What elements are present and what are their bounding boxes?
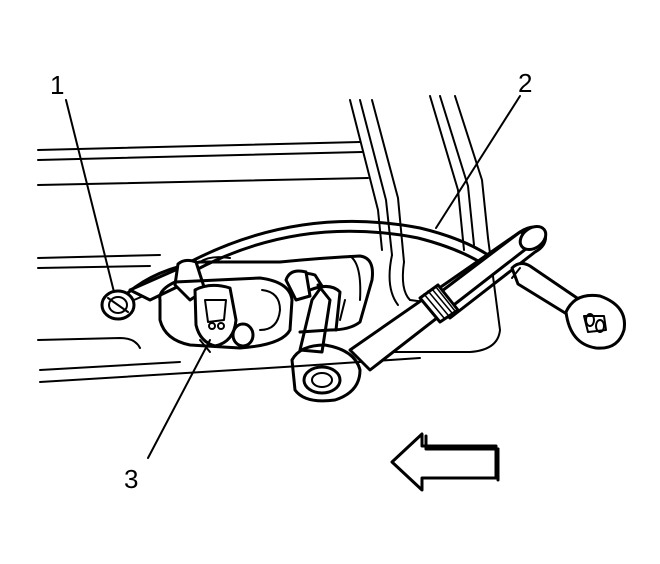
leader-line-2 xyxy=(435,95,521,229)
socket-wrench xyxy=(290,224,548,403)
leader-line-3 xyxy=(147,339,211,459)
linkage-cable xyxy=(188,219,500,272)
callout-3: 3 xyxy=(124,464,138,494)
callout-1: 1 xyxy=(50,70,64,100)
cowl-pillar-lines xyxy=(349,95,501,353)
arrow-left-icon xyxy=(390,432,500,492)
wiper-motor xyxy=(158,276,294,353)
callout-leaders xyxy=(65,95,521,459)
callout-2: 2 xyxy=(518,68,532,98)
pivot-link-arm xyxy=(510,261,626,350)
leader-line-1 xyxy=(65,99,115,293)
bolt-fastener xyxy=(100,287,163,321)
crank-arm xyxy=(284,269,342,354)
